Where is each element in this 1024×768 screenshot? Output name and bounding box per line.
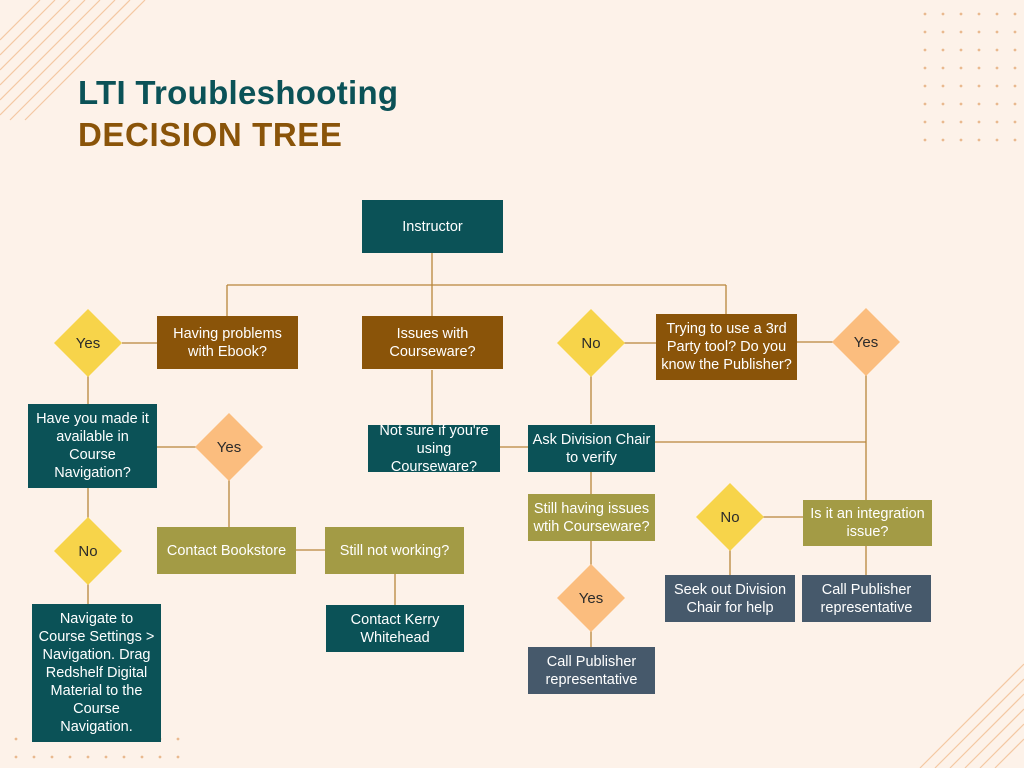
decorative-dot — [14, 737, 18, 741]
decision-label: No — [78, 542, 98, 560]
node-integration-issue: Is it an integration issue? — [803, 500, 932, 546]
decorative-dot — [923, 84, 927, 88]
decorative-dot — [977, 138, 981, 142]
node-third-party-tool: Trying to use a 3rd Party tool? Do you k… — [656, 314, 797, 380]
decorative-dot — [1013, 30, 1017, 34]
decorative-dot — [140, 755, 144, 759]
decorative-dot — [941, 84, 945, 88]
decorative-dot — [923, 66, 927, 70]
decision-label: No — [581, 334, 601, 352]
decision-label: Yes — [75, 334, 101, 352]
decision-yes-third-party: Yes — [832, 308, 900, 376]
decision-no-integration: No — [696, 483, 764, 551]
decorative-dot — [977, 84, 981, 88]
decorative-dot — [68, 755, 72, 759]
node-ask-division-chair: Ask Division Chair to verify — [528, 425, 655, 472]
decorative-dot — [959, 102, 963, 106]
decorative-dot — [941, 120, 945, 124]
decorative-dot — [923, 120, 927, 124]
node-courseware-issues: Issues with Courseware? — [362, 316, 503, 369]
decorative-dot — [977, 12, 981, 16]
decorative-dot — [995, 138, 999, 142]
decorative-dot — [923, 30, 927, 34]
decorative-stripes-top-left — [0, 0, 146, 121]
decorative-dot — [959, 48, 963, 52]
decorative-dot — [941, 102, 945, 106]
decorative-dot — [1013, 12, 1017, 16]
node-contact-kerry: Contact Kerry Whitehead — [326, 605, 464, 652]
decorative-dot — [995, 120, 999, 124]
decorative-dot — [995, 102, 999, 106]
decorative-dot — [995, 84, 999, 88]
page-subtitle: DECISION TREE — [78, 116, 343, 153]
decorative-dot — [941, 30, 945, 34]
decorative-stripes-bottom-right — [919, 663, 1024, 768]
decorative-dot — [959, 12, 963, 16]
decorative-dot — [1013, 66, 1017, 70]
decorative-dot — [977, 30, 981, 34]
connector-lines — [87, 253, 867, 647]
decorative-dots-top-right — [923, 12, 1017, 142]
decorative-dot — [86, 755, 90, 759]
decorative-dot — [941, 12, 945, 16]
decorative-dot — [995, 48, 999, 52]
node-ebook-problems: Having problems with Ebook? — [157, 316, 298, 369]
decorative-dot — [995, 66, 999, 70]
node-still-having-issues: Still having issues wtih Courseware? — [528, 494, 655, 541]
node-navigate-settings: Navigate to Course Settings > Navigation… — [32, 604, 161, 742]
decorative-dot — [1013, 102, 1017, 106]
decorative-dot — [32, 755, 36, 759]
decorative-dot — [1013, 120, 1017, 124]
decorative-dot — [1013, 84, 1017, 88]
decorative-dot — [104, 755, 108, 759]
decorative-dot — [176, 737, 180, 741]
decision-yes-navigation: Yes — [195, 413, 263, 481]
decorative-dot — [941, 66, 945, 70]
decorative-dot — [923, 138, 927, 142]
decorative-dot — [158, 755, 162, 759]
decorative-dot — [923, 102, 927, 106]
decorative-dot — [977, 48, 981, 52]
decision-no-third-party: No — [557, 309, 625, 377]
node-seek-division-chair: Seek out Division Chair for help — [665, 575, 795, 622]
node-still-not-working: Still not working? — [325, 527, 464, 574]
decision-label: No — [720, 508, 740, 526]
decorative-dot — [977, 66, 981, 70]
decorative-dot — [923, 12, 927, 16]
decorative-dot — [176, 755, 180, 759]
decorative-dot — [977, 102, 981, 106]
decorative-dot — [959, 30, 963, 34]
node-contact-bookstore: Contact Bookstore — [157, 527, 296, 574]
decorative-dot — [1013, 48, 1017, 52]
decorative-dot — [959, 84, 963, 88]
decision-label: Yes — [578, 589, 604, 607]
decorative-dot — [923, 48, 927, 52]
decorative-dot — [959, 120, 963, 124]
decorative-dot — [14, 755, 18, 759]
decision-yes-courseware: Yes — [557, 564, 625, 632]
page-title: LTI Troubleshooting — [78, 74, 399, 111]
decorative-dot — [122, 755, 126, 759]
decorative-dot — [941, 138, 945, 142]
decorative-dot — [959, 138, 963, 142]
decorative-dot — [995, 30, 999, 34]
node-call-publisher-right: Call Publisher representative — [802, 575, 931, 622]
decorative-dot — [995, 12, 999, 16]
decision-yes-ebook: Yes — [54, 309, 122, 377]
decorative-dot — [1013, 138, 1017, 142]
node-instructor: Instructor — [362, 200, 503, 253]
decorative-dot — [959, 66, 963, 70]
decorative-dot — [941, 48, 945, 52]
node-not-sure-courseware: Not sure if you're using Courseware? — [368, 423, 500, 475]
decision-label: Yes — [853, 333, 879, 351]
decorative-dot — [977, 120, 981, 124]
node-made-available: Have you made it available in Course Nav… — [28, 404, 157, 488]
decision-label: Yes — [216, 438, 242, 456]
decision-no-navigation: No — [54, 517, 122, 585]
node-call-publisher-center: Call Publisher representative — [528, 647, 655, 694]
decorative-dot — [50, 755, 54, 759]
